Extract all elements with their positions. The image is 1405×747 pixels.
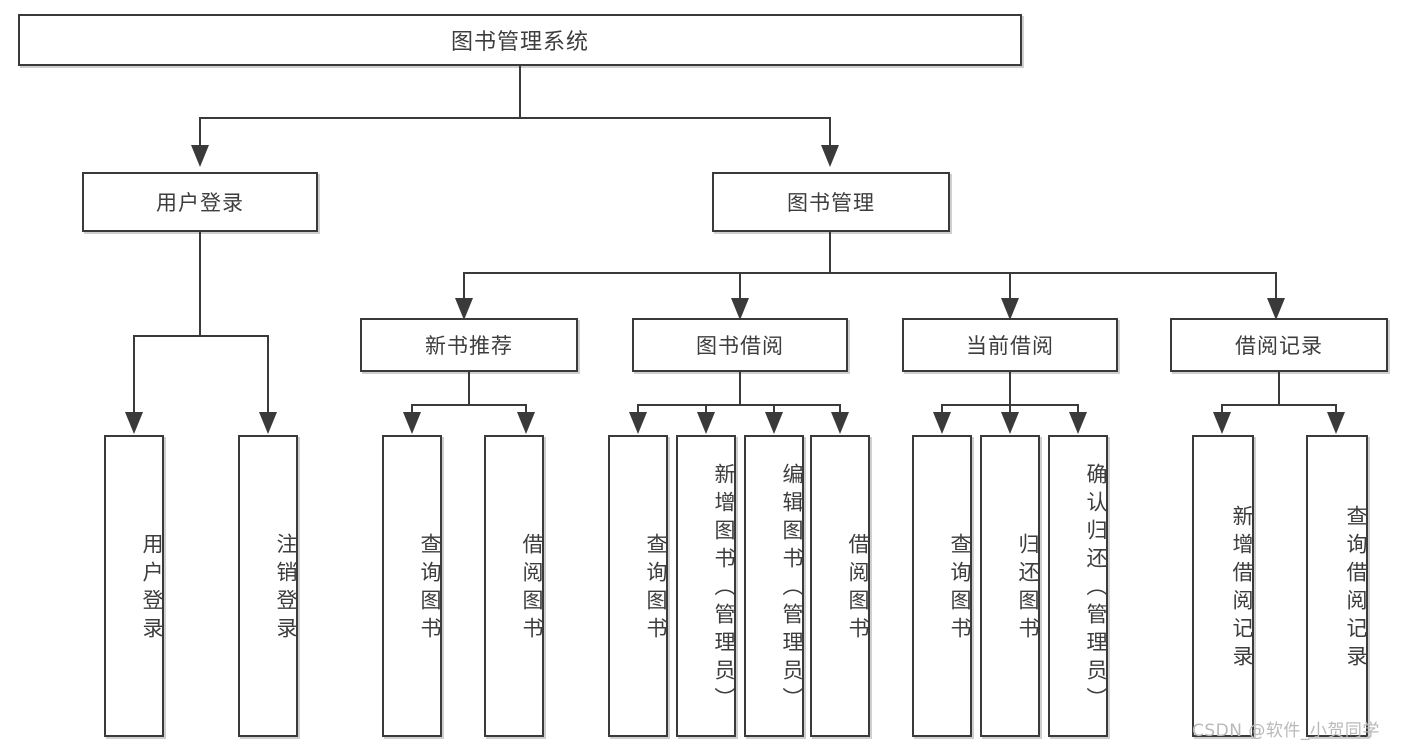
node-root-book-management-system[interactable]: 图书管理系统 xyxy=(18,14,1022,66)
arrow-to-leaf-query-book-1 xyxy=(403,412,421,434)
connector-user-login-drop-1 xyxy=(133,335,135,415)
node-leaf-query-record[interactable]: 查询借阅记录 xyxy=(1306,435,1368,737)
node-leaf-query-book-2[interactable]: 查询图书 xyxy=(608,435,668,737)
node-leaf-user-login[interactable]: 用户登录 xyxy=(104,435,164,737)
node-leaf-logout-login[interactable]: 注销登录 xyxy=(238,435,298,737)
connector-bm-drop-3 xyxy=(1009,272,1011,302)
node-label: 查询图书 xyxy=(948,533,972,645)
arrow-to-leaf-confirm-return xyxy=(1069,412,1087,434)
node-label: 查询借阅记录 xyxy=(1344,505,1368,673)
arrow-to-leaf-query-book-3 xyxy=(933,412,951,434)
connector-bm-drop-4 xyxy=(1275,272,1277,302)
connector-br-stem xyxy=(1278,372,1280,406)
node-leaf-query-book-3[interactable]: 查询图书 xyxy=(912,435,972,737)
connector-user-login-stem xyxy=(199,232,201,336)
csdn-watermark: CSDN @软件_小贺同学 xyxy=(1192,721,1380,741)
connector-bm-drop-2 xyxy=(739,272,741,302)
arrow-to-current-borrow xyxy=(1001,298,1019,320)
node-label: 注销登录 xyxy=(274,533,298,645)
arrow-to-user-login xyxy=(191,145,209,167)
node-label: 编辑图书（管理员） xyxy=(780,463,804,715)
node-label: 新增借阅记录 xyxy=(1230,505,1254,673)
connector-bb-drop-4 xyxy=(839,404,841,416)
node-label: 当前借阅 xyxy=(966,334,1054,358)
arrow-to-book-management xyxy=(821,145,839,167)
node-label: 图书管理系统 xyxy=(450,30,589,55)
node-label: 用户登录 xyxy=(140,533,164,645)
connector-root-bus xyxy=(199,117,831,119)
node-leaf-borrow-book-1[interactable]: 借阅图书 xyxy=(484,435,544,737)
connector-nbr-drop-2 xyxy=(525,404,527,416)
arrow-to-new-book-recommend xyxy=(455,298,473,320)
connector-book-management-bus xyxy=(463,272,1277,274)
node-label: 图书管理 xyxy=(787,191,875,215)
connector-root-to-book-management xyxy=(829,117,831,147)
node-leaf-confirm-return[interactable]: 确认归还（管理员） xyxy=(1048,435,1108,737)
arrow-to-leaf-borrow-book-1 xyxy=(517,412,535,434)
node-label: 借阅图书 xyxy=(846,533,870,645)
connector-user-login-bus xyxy=(133,335,269,337)
connector-bb-drop-3 xyxy=(773,404,775,416)
connector-bm-drop-1 xyxy=(463,272,465,302)
node-user-login[interactable]: 用户登录 xyxy=(82,172,318,232)
connector-user-login-drop-2 xyxy=(267,335,269,415)
connector-br-drop-2 xyxy=(1335,404,1337,416)
node-leaf-query-book-1[interactable]: 查询图书 xyxy=(382,435,442,737)
node-label: 新书推荐 xyxy=(425,334,513,358)
arrow-to-borrow-record xyxy=(1267,298,1285,320)
arrow-to-leaf-borrow-book-2 xyxy=(831,412,849,434)
arrow-to-leaf-logout-login xyxy=(259,412,277,434)
connector-bb-bus xyxy=(637,404,841,406)
node-label: 查询图书 xyxy=(418,533,442,645)
node-label: 归还图书 xyxy=(1016,533,1040,645)
arrow-to-leaf-add-record xyxy=(1213,412,1231,434)
node-leaf-add-book[interactable]: 新增图书（管理员） xyxy=(676,435,736,737)
node-leaf-return-book[interactable]: 归还图书 xyxy=(980,435,1040,737)
node-label: 图书借阅 xyxy=(696,334,784,358)
connector-cb-drop-2 xyxy=(1009,404,1011,416)
node-label: 借阅图书 xyxy=(520,533,544,645)
connector-cb-drop-3 xyxy=(1077,404,1079,416)
arrow-to-leaf-return-book xyxy=(1001,412,1019,434)
connector-nbr-drop-1 xyxy=(411,404,413,416)
connector-br-drop-1 xyxy=(1221,404,1223,416)
node-label: 用户登录 xyxy=(156,191,244,215)
node-leaf-add-record[interactable]: 新增借阅记录 xyxy=(1192,435,1254,737)
connector-root-stem xyxy=(519,66,521,118)
connector-bb-drop-2 xyxy=(705,404,707,416)
connector-root-to-user-login xyxy=(199,117,201,147)
node-new-book-recommend[interactable]: 新书推荐 xyxy=(360,318,578,372)
node-current-borrow[interactable]: 当前借阅 xyxy=(902,318,1118,372)
connector-book-management-stem xyxy=(829,232,831,274)
node-label: 借阅记录 xyxy=(1235,334,1323,358)
connector-br-bus xyxy=(1221,404,1337,406)
node-leaf-borrow-book-2[interactable]: 借阅图书 xyxy=(810,435,870,737)
connector-cb-stem xyxy=(1009,372,1011,406)
arrow-to-leaf-query-book-2 xyxy=(629,412,647,434)
arrow-to-leaf-edit-book xyxy=(765,412,783,434)
connector-nbr-stem xyxy=(468,372,470,406)
node-borrow-record[interactable]: 借阅记录 xyxy=(1170,318,1388,372)
node-label: 新增图书（管理员） xyxy=(712,463,736,715)
node-book-management[interactable]: 图书管理 xyxy=(712,172,950,232)
node-leaf-edit-book[interactable]: 编辑图书（管理员） xyxy=(744,435,804,737)
connector-nbr-bus xyxy=(411,404,527,406)
arrow-to-leaf-add-book xyxy=(697,412,715,434)
node-label: 确认归还（管理员） xyxy=(1084,463,1108,715)
arrow-to-book-borrow xyxy=(731,298,749,320)
arrow-to-leaf-user-login xyxy=(125,412,143,434)
connector-bb-drop-1 xyxy=(637,404,639,416)
connector-bb-stem xyxy=(739,372,741,406)
arrow-to-leaf-query-record xyxy=(1327,412,1345,434)
node-label: 查询图书 xyxy=(644,533,668,645)
connector-cb-drop-1 xyxy=(941,404,943,416)
node-book-borrow[interactable]: 图书借阅 xyxy=(632,318,848,372)
